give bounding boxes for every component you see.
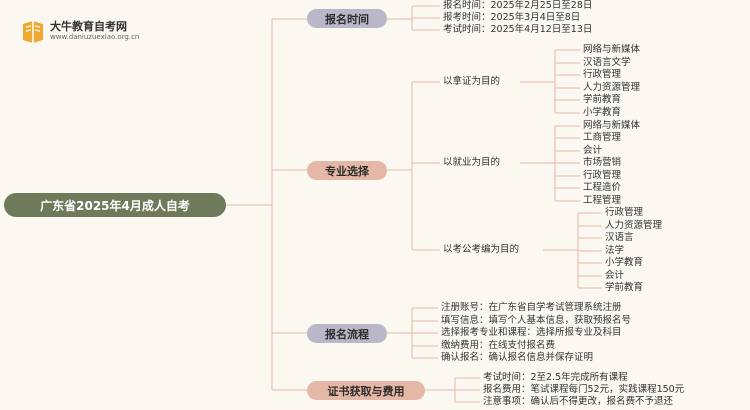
time-item: 考试时间：2025年4月12日至13日	[443, 24, 593, 35]
major-item: 行政管理	[605, 207, 644, 218]
major-item: 汉语言文学	[583, 57, 631, 68]
group-civil-connector	[543, 212, 602, 289]
major-item: 工程管理	[583, 195, 622, 206]
major-group-cert: 以拿证为目的	[443, 76, 501, 87]
root-node: 广东省2025年4月成人自考	[4, 193, 226, 217]
brand-logo: 大牛教育自考网 www.daniuzuexiao.org.cn	[20, 16, 140, 46]
major-item: 网络与新媒体	[583, 120, 641, 131]
major-group-civil: 以考公考编为目的	[443, 244, 520, 255]
brand-url: www.daniuzuexiao.org.cn	[50, 33, 140, 41]
branch-process: 报名流程	[307, 324, 387, 343]
major-item: 人力资源管理	[605, 220, 663, 231]
cert-item: 考试时间：2至2.5年完成所有课程	[483, 372, 628, 383]
cert-item: 注意事项：确认后不得更改，报名费不予退还	[483, 396, 674, 407]
time-item: 报名时间：2025年2月25日至28日	[443, 0, 593, 11]
branch-cert: 证书获取与费用	[307, 381, 425, 400]
major-item: 网络与新媒体	[583, 44, 641, 55]
time-connector	[387, 5, 440, 31]
cert-item: 报名费用：笔试课程每门52元，实践课程150元	[483, 384, 685, 395]
major-group-job: 以就业为目的	[443, 157, 501, 168]
process-item: 确认报名：确认报名信息并保存证明	[441, 352, 594, 363]
process-item: 注册账号：在广东省自学考试管理系统注册	[441, 302, 622, 313]
major-item: 会计	[583, 145, 603, 156]
major-item: 人力资源管理	[583, 82, 641, 93]
major-item: 行政管理	[583, 170, 622, 181]
process-item: 选择报考专业和课程：选择所报专业及科目	[441, 327, 622, 338]
process-connector	[387, 307, 438, 359]
group-job-connector	[520, 125, 580, 202]
process-item: 缴纳费用：在线支付报名费	[441, 340, 556, 351]
major-item: 小学教育	[605, 257, 644, 268]
major-item: 行政管理	[583, 69, 622, 80]
cert-connector	[425, 377, 480, 403]
root-connector	[226, 18, 307, 391]
brand-name: 大牛教育自考网	[50, 20, 127, 33]
major-item: 学前教育	[583, 94, 622, 105]
major-item: 法学	[605, 245, 625, 256]
major-item: 汉语言	[605, 232, 634, 243]
major-item: 工程造价	[583, 182, 622, 193]
major-item: 会计	[605, 270, 625, 281]
major-item: 市场营销	[583, 157, 622, 168]
major-item: 小学教育	[583, 107, 622, 118]
major-item: 学前教育	[605, 282, 644, 293]
time-item: 报考时间：2025年3月4日至8日	[443, 12, 581, 23]
branch-major: 专业选择	[307, 161, 387, 180]
major-connector	[387, 81, 440, 251]
book-logo-icon	[23, 21, 43, 43]
process-item: 填写信息：填写个人基本信息，获取预报名号	[441, 315, 632, 326]
major-item: 工商管理	[583, 132, 622, 143]
branch-time: 报名时间	[307, 9, 387, 28]
group-cert-connector	[520, 49, 580, 114]
